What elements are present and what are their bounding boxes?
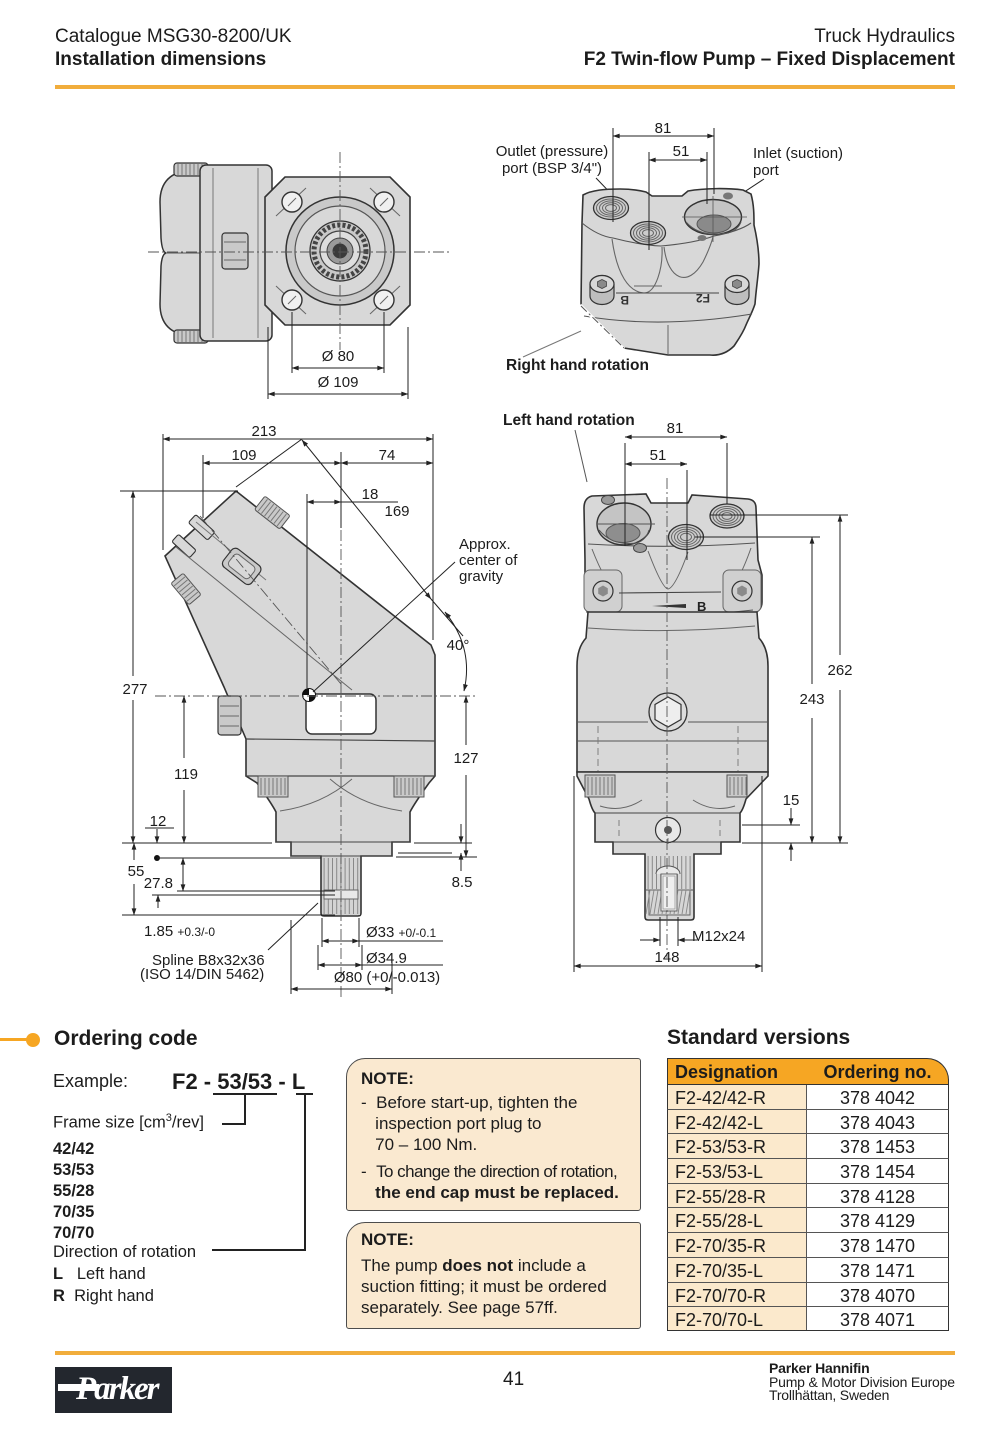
- svg-text:F2: F2: [696, 291, 710, 305]
- svg-text:51: 51: [673, 143, 690, 160]
- svg-text:B: B: [620, 293, 629, 307]
- svg-text:Ø 109: Ø 109: [318, 374, 359, 391]
- svg-text:15: 15: [783, 792, 800, 809]
- svg-text:Left hand rotation: Left hand rotation: [503, 412, 635, 429]
- svg-text:Outlet (pressure): Outlet (pressure): [496, 143, 609, 160]
- svg-text:262: 262: [827, 662, 852, 679]
- svg-text:Spline B8x32x36: Spline B8x32x36: [152, 952, 265, 969]
- svg-text:74: 74: [379, 447, 396, 464]
- svg-text:12: 12: [150, 813, 167, 830]
- svg-text:81: 81: [667, 420, 684, 437]
- svg-text:81: 81: [655, 120, 672, 137]
- svg-text:55: 55: [128, 863, 145, 880]
- svg-text:51: 51: [650, 447, 667, 464]
- svg-text:Ø80 (+0/-0.013): Ø80 (+0/-0.013): [334, 969, 440, 986]
- svg-text:148: 148: [654, 949, 679, 966]
- svg-text:Inlet (suction): Inlet (suction): [753, 145, 843, 162]
- svg-text:277: 277: [122, 681, 147, 698]
- svg-text:243: 243: [799, 691, 824, 708]
- svg-text:port (BSP 3/4"): port (BSP 3/4"): [502, 160, 602, 177]
- svg-text:Approx.: Approx.: [459, 536, 511, 553]
- svg-text:40°: 40°: [447, 637, 470, 654]
- svg-text:Ø34.9: Ø34.9: [366, 950, 407, 967]
- svg-text:169: 169: [384, 503, 409, 520]
- svg-text:213: 213: [251, 423, 276, 440]
- svg-text:109: 109: [231, 447, 256, 464]
- svg-text:27.8: 27.8: [144, 875, 173, 892]
- svg-text:127: 127: [453, 750, 478, 767]
- svg-text:(ISO 14/DIN 5462): (ISO 14/DIN 5462): [140, 966, 264, 983]
- svg-text:center of: center of: [459, 552, 518, 569]
- svg-text:Right hand rotation: Right hand rotation: [506, 357, 649, 374]
- svg-text:18: 18: [362, 486, 379, 503]
- svg-text:Ø 80: Ø 80: [322, 348, 355, 365]
- svg-text:119: 119: [174, 766, 198, 783]
- svg-text:M12x24: M12x24: [692, 928, 745, 945]
- svg-text:port: port: [753, 162, 780, 179]
- svg-text:gravity: gravity: [459, 568, 504, 585]
- svg-text:8.5: 8.5: [452, 874, 473, 891]
- svg-text:1.85 +0.3/-0: 1.85 +0.3/-0: [144, 923, 215, 940]
- svg-text:B: B: [697, 599, 706, 614]
- svg-text:Ø33 +0/-0.1: Ø33 +0/-0.1: [366, 924, 437, 941]
